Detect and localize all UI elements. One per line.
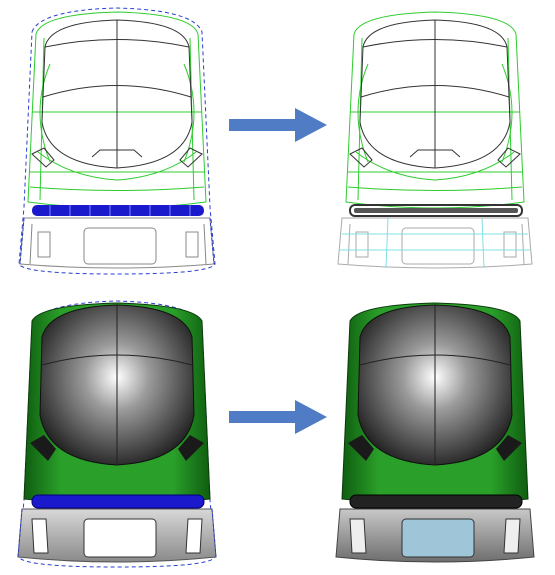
lamp-strip-highlight [32,205,204,216]
bumper-wireframe [19,217,215,269]
windshield-crease [41,354,193,366]
arrow-shape-top [229,108,327,142]
arrow-shape-bottom [229,400,327,434]
bumper-selection-edges-shaded [17,508,217,558]
left-skirt-light [31,518,49,554]
left-headlight-after [348,435,374,461]
left-headlight [30,435,56,461]
left-skirt-light-after [349,518,367,554]
shaded-after-panel [328,295,543,575]
wireframe-before-panel [10,2,225,282]
right-headlight-after [496,435,522,461]
lamp-strip-outline [349,204,523,217]
lamp-strip-highlight-shaded [31,494,205,509]
bumper-selection-edges [19,217,215,265]
transform-arrow-top [225,100,335,150]
lamp-strip-fill [354,208,518,213]
wireframe-after-panel [328,2,543,282]
lamp-strip-grid [49,205,191,216]
front-panel [83,518,157,558]
bumper-surface-grid [340,217,530,269]
wireframe-before-drawing [18,7,216,275]
windshield-wireframe-after [349,19,521,169]
front-panel-after [401,518,475,558]
right-headlight [178,435,204,461]
right-skirt-light [185,518,203,554]
shaded-before-panel [10,295,225,575]
right-skirt-light-after [503,518,521,554]
bumper-wireframe-after [337,217,533,269]
shaded-before-drawing [17,300,217,568]
windshield-crease-after [359,354,511,366]
lamp-strip-modified [349,494,523,509]
selection-outline [18,7,216,275]
wireframe-after-drawing [337,11,533,269]
transform-arrow-bottom [225,392,335,442]
shaded-after-drawing [335,302,535,563]
windshield-wireframe [31,19,203,169]
